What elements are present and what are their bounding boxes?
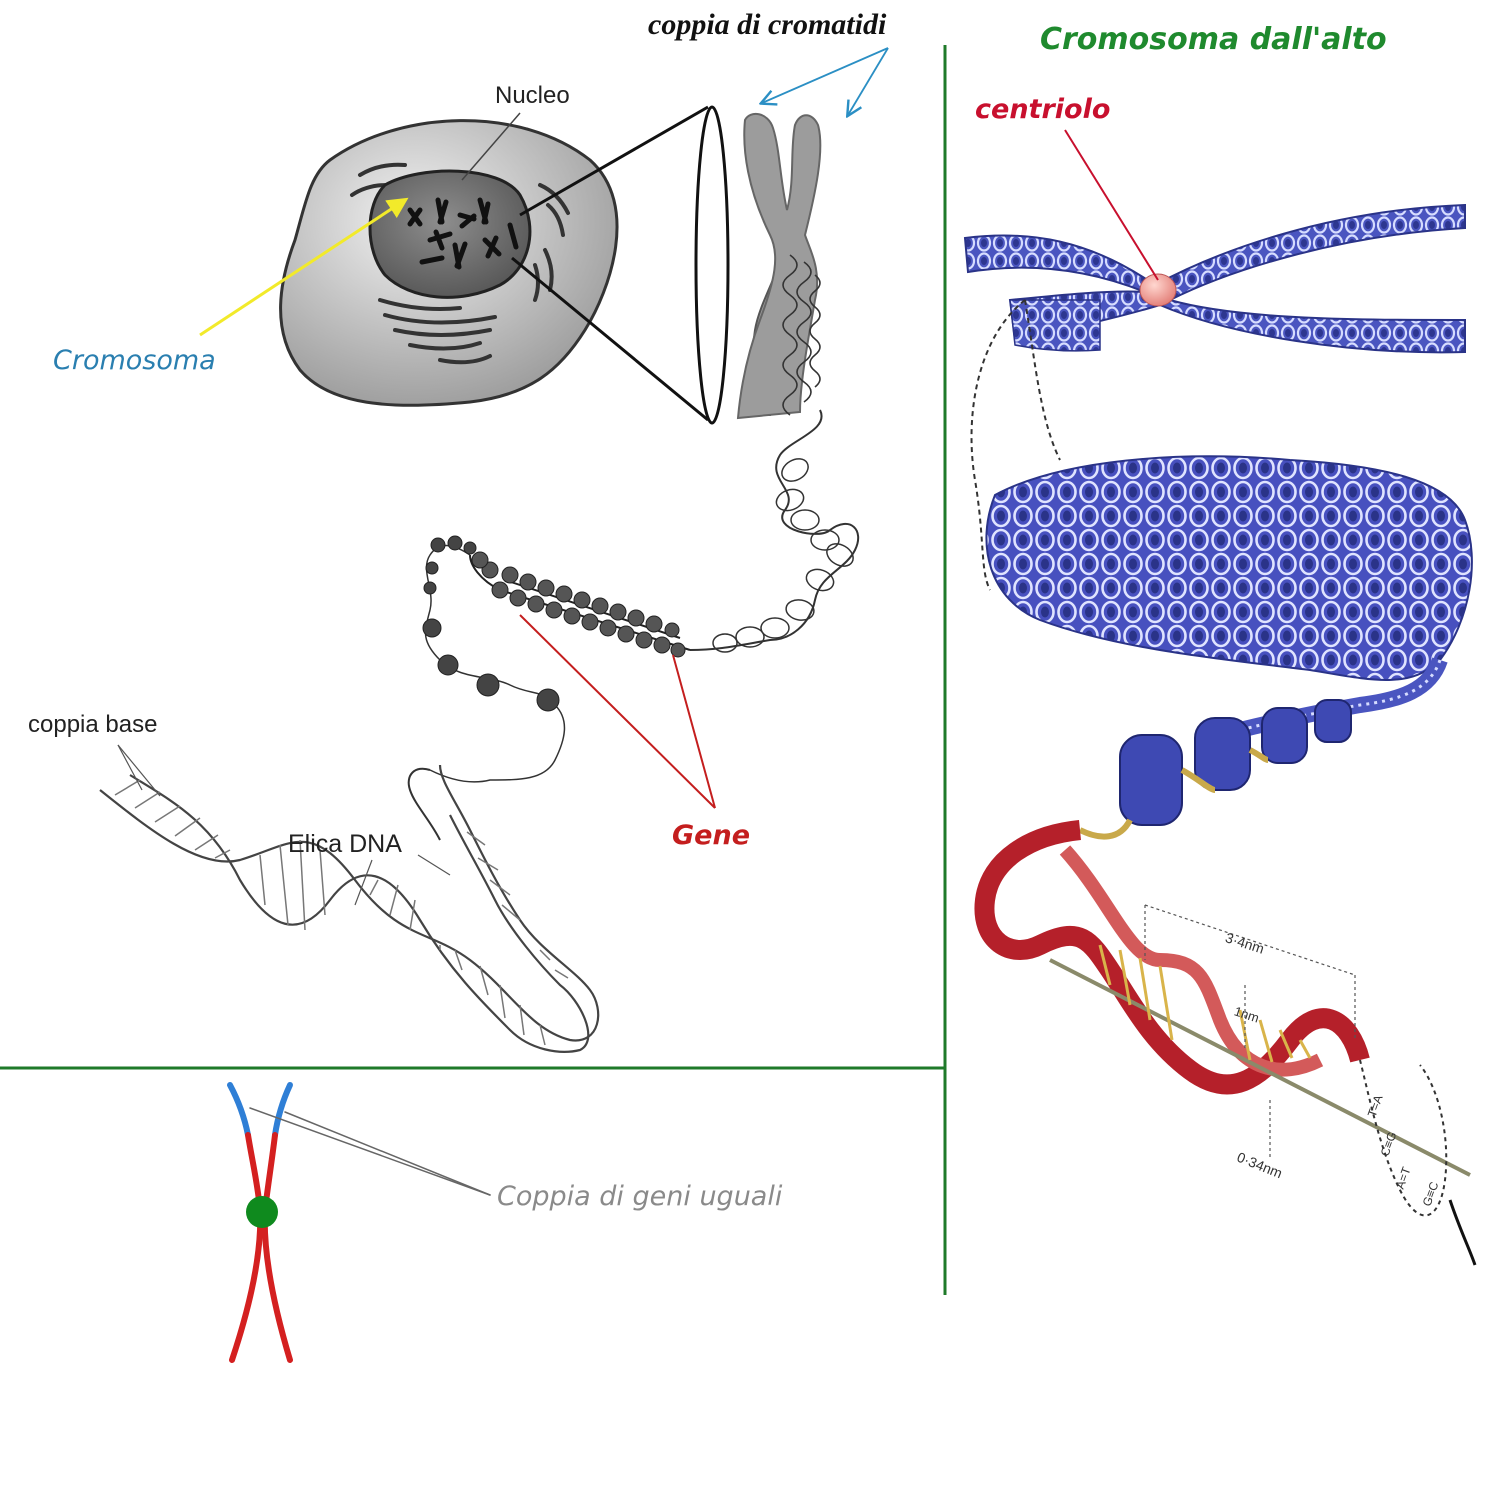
chromatin-fiber bbox=[782, 254, 821, 416]
centriole-leader bbox=[1064, 129, 1159, 281]
chromatin-unwinding bbox=[407, 409, 860, 841]
organelle-strokes bbox=[350, 162, 570, 365]
red-dna-helix bbox=[974, 820, 1477, 1266]
centromere bbox=[246, 1196, 278, 1228]
base-pair-label: coppia base bbox=[28, 711, 158, 738]
gene-leaders bbox=[519, 614, 716, 809]
telomere-left-top bbox=[227, 1082, 251, 1138]
nucleus-label: Nucleo bbox=[495, 82, 570, 109]
base-pair-leaders bbox=[117, 744, 451, 906]
chromatid-left bbox=[229, 1132, 264, 1363]
magnified-chromosome bbox=[736, 112, 822, 420]
centriole bbox=[1139, 273, 1177, 307]
simple-chromosome bbox=[227, 1082, 491, 1363]
gene-label: Gene bbox=[672, 820, 751, 851]
measurement-lines bbox=[1144, 904, 1356, 1160]
chromosome-pointer-arrow bbox=[199, 197, 409, 337]
centriole-label: centriolo bbox=[975, 94, 1111, 125]
nuclear-chromosomes bbox=[407, 197, 519, 270]
dna-double-helix bbox=[99, 764, 600, 1053]
chromatid-pair-label: coppia di cromatidi bbox=[648, 8, 887, 41]
dna-helix-label: Elica DNA bbox=[288, 830, 402, 858]
dna-base-rungs bbox=[114, 779, 569, 1046]
gene-pair-label: Coppia di geni uguali bbox=[497, 1181, 783, 1212]
nucleosome-blocks bbox=[1119, 699, 1352, 826]
magnifier-lens bbox=[694, 105, 730, 425]
panel-dividers bbox=[0, 45, 947, 1295]
top-view-title: Cromosoma dall'alto bbox=[1040, 22, 1387, 57]
chromatid-right bbox=[261, 1132, 293, 1363]
chromatid-arrows bbox=[762, 47, 889, 115]
top-view-chromosome bbox=[963, 129, 1473, 840]
helix-rungs bbox=[1098, 944, 1312, 1063]
cell-illustration bbox=[279, 105, 730, 425]
telomere-right-top bbox=[272, 1082, 293, 1138]
chromosome-label: Cromosoma bbox=[53, 345, 216, 376]
